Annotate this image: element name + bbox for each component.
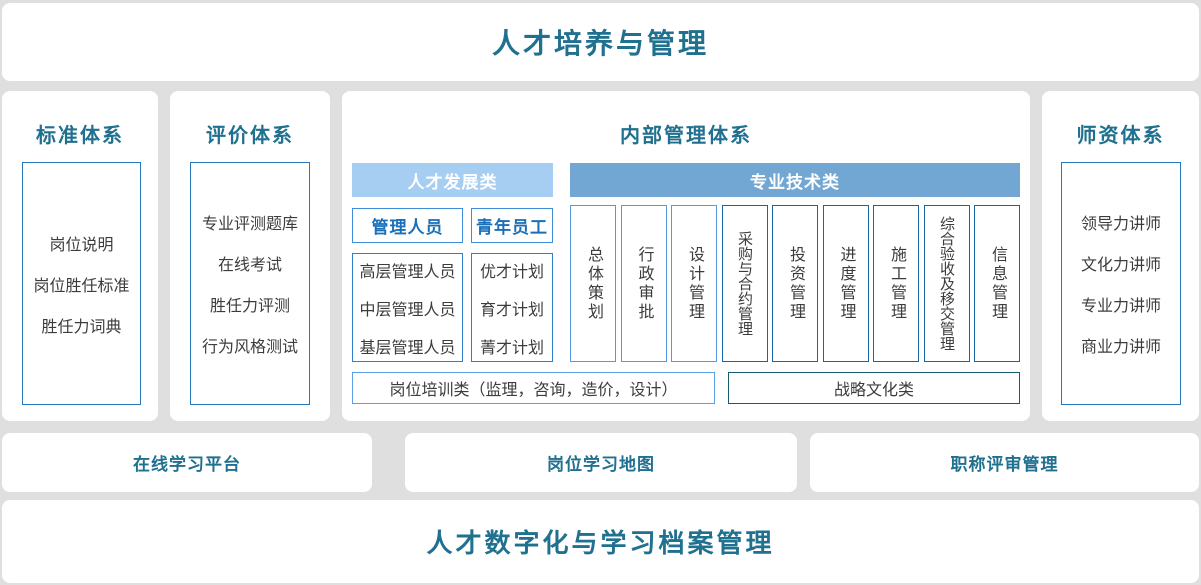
title-review-management-card: 职称评审管理: [810, 433, 1199, 492]
strategy-culture-box: 战略文化类: [728, 372, 1020, 404]
job-learning-map-card: 岗位学习地图: [405, 433, 797, 492]
professional-column: 行政审批: [620, 205, 667, 362]
evaluation-system-title: 评价体系: [206, 125, 294, 147]
talent-plan-item: 育才计划: [479, 301, 544, 319]
internal-management-card: 内部管理体系 人才发展类 专业技术类 管理人员 青年员工 高层管理人员 中层管理…: [342, 91, 1030, 421]
talent-plan-item: 优才计划: [479, 263, 544, 281]
professional-column: 采购与合约管理: [721, 205, 768, 362]
professional-column: 施工管理: [873, 205, 919, 362]
standard-system-card: 标准体系 岗位说明 岗位胜任标准 胜任力词典: [2, 91, 158, 421]
evaluation-item: 胜任力评测: [209, 298, 290, 315]
teacher-system-card: 师资体系 领导力讲师 文化力讲师 专业力讲师 商业力讲师: [1042, 91, 1199, 421]
management-personnel-box: 高层管理人员 中层管理人员 基层管理人员: [352, 253, 463, 362]
teacher-item: 专业力讲师: [1080, 298, 1161, 315]
talent-development-bar: 人才发展类: [352, 163, 553, 197]
management-level-item: 中层管理人员: [359, 301, 456, 319]
professional-column: 总体策划: [570, 205, 616, 362]
professional-columns: 总体策划 行政审批 设计管理 采购与合约管理 投资管理 进度管理 施工管理 综合…: [570, 205, 1020, 362]
evaluation-system-card: 评价体系 专业评测题库 在线考试 胜任力评测 行为风格测试: [170, 91, 330, 421]
job-training-box: 岗位培训类（监理，咨询，造价，设计）: [352, 372, 715, 404]
professional-column: 投资管理: [772, 205, 818, 362]
standard-item: 胜任力词典: [41, 318, 122, 336]
evaluation-item: 专业评测题库: [201, 216, 298, 233]
professional-column: 进度管理: [822, 205, 869, 362]
young-employees-header: 青年员工: [471, 208, 553, 243]
standard-item: 岗位说明: [49, 236, 114, 254]
talent-plan-item: 菁才计划: [479, 339, 544, 357]
professional-column: 信息管理: [974, 205, 1020, 362]
teacher-system-box: 领导力讲师 文化力讲师 专业力讲师 商业力讲师: [1061, 162, 1181, 405]
internal-management-title: 内部管理体系: [620, 125, 752, 147]
standard-item: 岗位胜任标准: [33, 277, 130, 295]
standard-system-box: 岗位说明 岗位胜任标准 胜任力词典: [22, 162, 141, 405]
young-employees-box: 优才计划 育才计划 菁才计划: [471, 253, 553, 362]
evaluation-system-box: 专业评测题库 在线考试 胜任力评测 行为风格测试: [190, 162, 310, 405]
bottom-banner-title: 人才数字化与学习档案管理: [426, 528, 775, 558]
professional-technical-bar: 专业技术类: [570, 163, 1020, 197]
management-personnel-header: 管理人员: [352, 208, 463, 243]
professional-column: 综合验收及移交管理: [923, 205, 970, 362]
page-title: 人才培养与管理: [491, 28, 709, 59]
professional-column: 设计管理: [671, 205, 717, 362]
bottom-banner: 人才数字化与学习档案管理: [2, 500, 1199, 583]
online-learning-platform-card: 在线学习平台: [2, 433, 372, 492]
teacher-item: 商业力讲师: [1080, 339, 1161, 356]
management-level-item: 基层管理人员: [359, 339, 456, 357]
evaluation-item: 行为风格测试: [201, 339, 298, 356]
evaluation-item: 在线考试: [217, 257, 282, 274]
management-level-item: 高层管理人员: [359, 263, 456, 281]
teacher-system-title: 师资体系: [1076, 125, 1165, 147]
teacher-item: 领导力讲师: [1080, 216, 1161, 233]
top-banner: 人才培养与管理: [2, 3, 1199, 81]
teacher-item: 文化力讲师: [1080, 257, 1161, 274]
standard-system-title: 标准体系: [36, 125, 124, 147]
